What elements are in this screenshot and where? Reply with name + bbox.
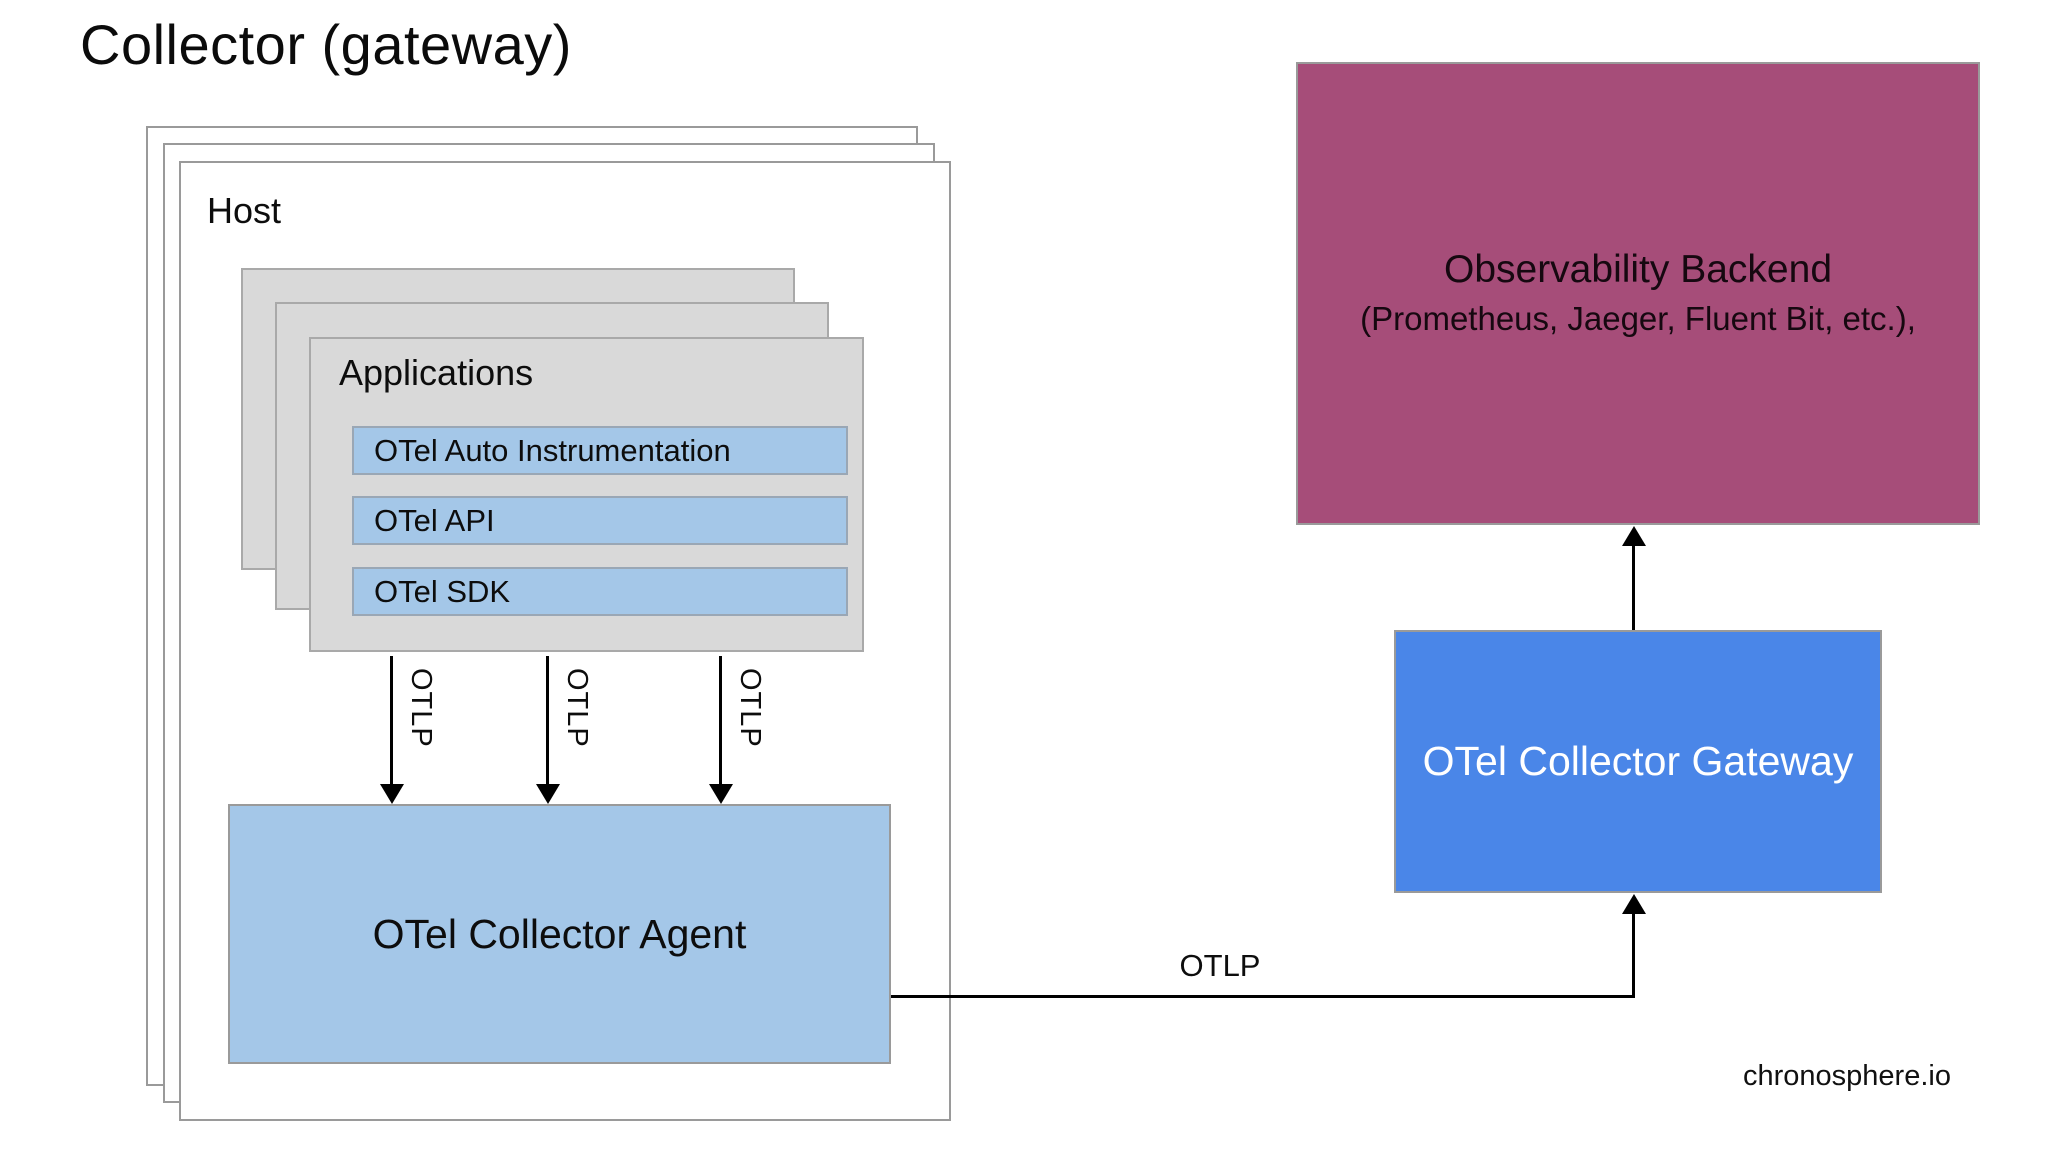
otlp-arrow-3-head: [709, 784, 733, 804]
otlp-arrow-2-line: [546, 656, 549, 784]
otel-api-box: OTel API: [352, 496, 848, 545]
observability-backend-subtitle: (Prometheus, Jaeger, Fluent Bit, etc.),: [1360, 299, 1916, 337]
otlp-arrow-1-head: [380, 784, 404, 804]
applications-label: Applications: [339, 352, 534, 393]
otel-auto-instrumentation-box: OTel Auto Instrumentation: [352, 426, 848, 475]
gateway-to-backend-arrow-head: [1622, 526, 1646, 546]
agent-to-gateway-line-horizontal: [891, 995, 1635, 998]
otel-collector-gateway-box: OTel Collector Gateway: [1394, 630, 1882, 893]
observability-backend-title: Observability Backend: [1443, 248, 1833, 292]
agent-to-gateway-arrow-head: [1622, 894, 1646, 914]
otel-collector-gateway-label: OTel Collector Gateway: [1422, 738, 1854, 784]
otlp-arrow-1-label: OTLP: [405, 668, 437, 748]
slide-title: Collector (gateway): [80, 13, 572, 76]
host-label: Host: [207, 190, 282, 231]
agent-to-gateway-otlp-label: OTLP: [1179, 948, 1261, 983]
chronosphere-brand-text: chronosphere.io: [1743, 1060, 1951, 1092]
otlp-arrow-1-line: [390, 656, 393, 784]
observability-backend-box: Observability Backend (Prometheus, Jaege…: [1296, 62, 1980, 525]
otlp-arrow-2-head: [536, 784, 560, 804]
otel-collector-agent-box: OTel Collector Agent: [228, 804, 891, 1064]
gateway-to-backend-line: [1632, 544, 1635, 630]
otlp-arrow-3-label: OTLP: [734, 668, 766, 748]
otel-sdk-box: OTel SDK: [352, 567, 848, 616]
otlp-arrow-3-line: [719, 656, 722, 784]
otlp-arrow-2-label: OTLP: [561, 668, 593, 748]
agent-to-gateway-line-vertical: [1632, 912, 1635, 998]
otel-collector-agent-label: OTel Collector Agent: [372, 910, 747, 957]
